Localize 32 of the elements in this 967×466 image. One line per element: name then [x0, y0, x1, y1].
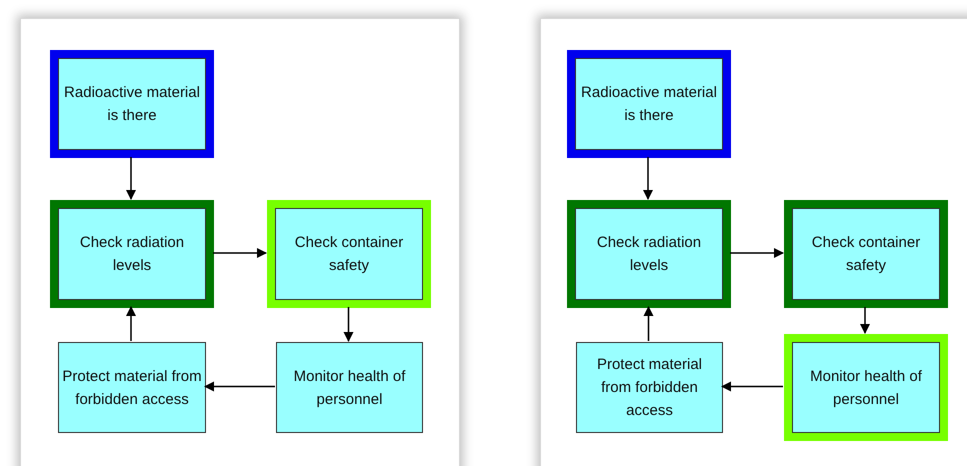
node-text: Protect material from forbidden access — [62, 366, 202, 410]
process-box — [576, 342, 723, 433]
node-text: Protect material from forbidden access — [596, 355, 704, 421]
diagram-panel — [20, 18, 460, 466]
process-box — [784, 334, 948, 441]
arrow — [644, 306, 654, 341]
process-box — [784, 200, 948, 308]
arrow — [721, 382, 783, 392]
process-box — [567, 200, 731, 308]
arrow — [126, 306, 136, 341]
arrow — [344, 307, 354, 342]
node-text: Radioactive material is there — [580, 83, 718, 126]
process-box — [50, 200, 214, 308]
process-box — [50, 50, 214, 158]
diagram-panel — [540, 18, 967, 466]
process-box — [567, 50, 731, 158]
node-text: Check container safety — [294, 233, 404, 276]
node-text: Check container safety — [810, 233, 922, 276]
arrow — [204, 382, 275, 392]
node-text: Radioactive material is there — [63, 83, 201, 126]
process-box — [58, 342, 206, 433]
node-text: Check radiation levels — [596, 233, 702, 276]
arrow — [730, 248, 784, 258]
node-text: Check radiation levels — [78, 233, 186, 276]
node-text: Monitor health of personnel — [809, 366, 923, 410]
process-box — [276, 342, 423, 433]
arrow — [213, 248, 267, 258]
node-text: Monitor health of personnel — [292, 366, 406, 410]
process-box — [267, 200, 431, 308]
arrow — [860, 307, 870, 334]
arrow — [643, 157, 653, 200]
arrow — [126, 157, 136, 200]
